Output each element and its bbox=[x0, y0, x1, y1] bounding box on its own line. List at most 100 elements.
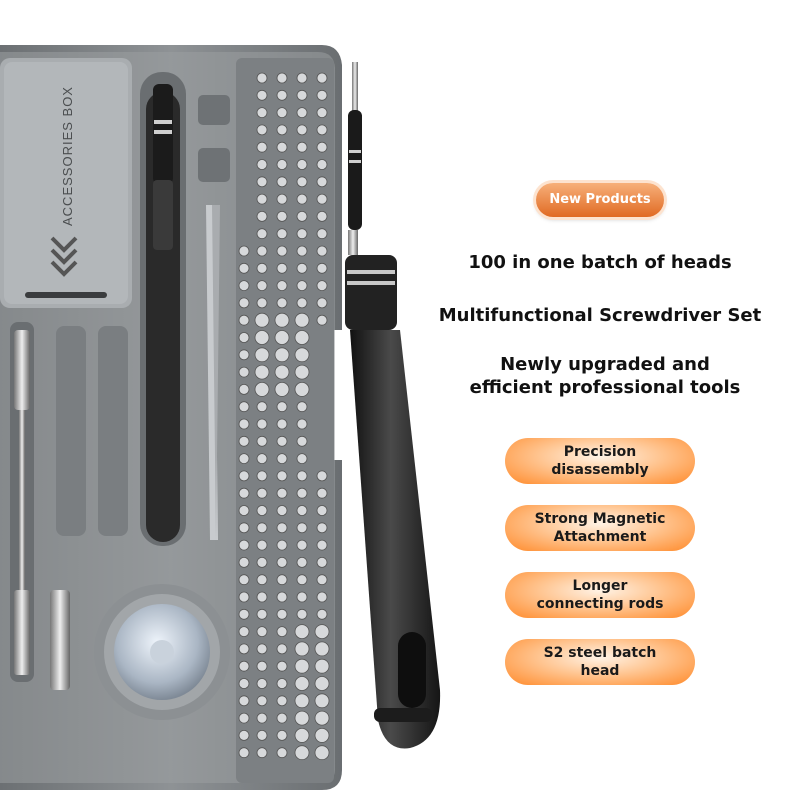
bit-head bbox=[238, 262, 250, 274]
bit-head bbox=[276, 539, 288, 551]
bit-head bbox=[276, 608, 288, 620]
bit-head bbox=[296, 89, 308, 101]
bit-head bbox=[256, 245, 268, 257]
bit-head bbox=[276, 522, 288, 534]
bit-head bbox=[238, 470, 250, 482]
bit-head bbox=[276, 487, 288, 499]
bit-head bbox=[296, 505, 308, 516]
bit-head bbox=[238, 349, 250, 361]
bit-head bbox=[238, 280, 250, 292]
bit-head bbox=[256, 678, 268, 689]
bit-head bbox=[254, 364, 270, 380]
bit-head bbox=[276, 124, 288, 136]
bit-head bbox=[254, 330, 270, 345]
bit-head bbox=[238, 522, 250, 534]
bit-head bbox=[256, 470, 268, 482]
headline-screwdriver-set: Multifunctional Screwdriver Set bbox=[438, 305, 762, 326]
bit-head bbox=[256, 418, 268, 430]
bit-head bbox=[276, 72, 288, 84]
bit-head bbox=[316, 124, 328, 136]
bit-head bbox=[296, 124, 308, 136]
bit-head bbox=[276, 89, 288, 101]
bit-head bbox=[276, 591, 288, 603]
bit-head bbox=[254, 381, 270, 397]
bit-head bbox=[276, 159, 288, 170]
bit-head bbox=[316, 228, 328, 240]
bit-head bbox=[316, 89, 328, 101]
bit-head bbox=[256, 591, 268, 603]
bit-head bbox=[256, 210, 268, 222]
headline-batch-heads: 100 in one batch of heads bbox=[468, 252, 732, 273]
bit-head bbox=[294, 381, 310, 397]
bit-head bbox=[256, 574, 268, 586]
bit-head bbox=[256, 72, 268, 84]
bit-head bbox=[238, 643, 250, 655]
bit-head bbox=[274, 330, 290, 345]
bit-head bbox=[238, 297, 250, 309]
bit-head bbox=[316, 176, 328, 188]
bit-head bbox=[316, 107, 328, 118]
bit-head bbox=[314, 658, 330, 674]
feature-pill-steel: S2 steel batch head bbox=[505, 639, 695, 685]
bit-head bbox=[276, 695, 288, 707]
new-products-badge[interactable]: New Products bbox=[536, 183, 664, 217]
bit-head bbox=[238, 418, 250, 430]
bit-head bbox=[296, 176, 308, 188]
bit-head bbox=[276, 557, 288, 568]
bit-head bbox=[296, 245, 308, 257]
bit-head bbox=[296, 539, 308, 551]
bit-head bbox=[238, 712, 250, 724]
bit-head bbox=[316, 505, 328, 516]
bit-head bbox=[314, 641, 330, 657]
bit-head bbox=[296, 193, 308, 205]
bit-head bbox=[276, 660, 288, 672]
bit-head bbox=[274, 312, 290, 328]
bit-head bbox=[276, 245, 288, 257]
bit-head bbox=[274, 347, 290, 363]
bit-head bbox=[294, 693, 310, 709]
bit-head bbox=[296, 262, 308, 274]
bit-head bbox=[238, 505, 250, 516]
bit-head bbox=[276, 210, 288, 222]
bit-head bbox=[316, 297, 328, 309]
bit-head bbox=[294, 641, 310, 657]
bit-head bbox=[256, 626, 268, 637]
bit-head bbox=[256, 730, 268, 741]
bit-head bbox=[256, 280, 268, 292]
bit-head bbox=[238, 245, 250, 257]
bit-head bbox=[256, 522, 268, 534]
bit-head bbox=[256, 453, 268, 465]
bit-head bbox=[238, 435, 250, 447]
bit-head bbox=[296, 522, 308, 534]
bit-head bbox=[316, 539, 328, 551]
bit-head bbox=[316, 470, 328, 482]
headline-upgraded-line1: Newly upgraded and bbox=[500, 354, 710, 375]
bit-head bbox=[294, 347, 310, 363]
bit-head bbox=[316, 280, 328, 292]
bit-head bbox=[314, 676, 330, 691]
bit-head bbox=[256, 695, 268, 707]
bit-head bbox=[256, 176, 268, 188]
bit-head bbox=[296, 608, 308, 620]
feature-pill-rods: Longer connecting rods bbox=[505, 572, 695, 618]
bit-head bbox=[256, 141, 268, 153]
bit-head bbox=[276, 747, 288, 759]
headline-upgraded: Newly upgraded and efficient professiona… bbox=[440, 353, 770, 399]
bit-head bbox=[296, 470, 308, 482]
bit-head bbox=[314, 728, 330, 743]
bit-head bbox=[256, 193, 268, 205]
bit-head bbox=[276, 176, 288, 188]
bit-head bbox=[256, 228, 268, 240]
bit-head bbox=[296, 228, 308, 240]
bit-head bbox=[276, 678, 288, 689]
bit-head bbox=[256, 643, 268, 655]
bit-head bbox=[254, 312, 270, 328]
bit-head bbox=[296, 557, 308, 568]
bit-head bbox=[316, 141, 328, 153]
bit-head bbox=[256, 159, 268, 170]
bit-head bbox=[238, 557, 250, 568]
bit-head bbox=[238, 383, 250, 395]
bit-head bbox=[256, 747, 268, 759]
bit-head bbox=[238, 591, 250, 603]
